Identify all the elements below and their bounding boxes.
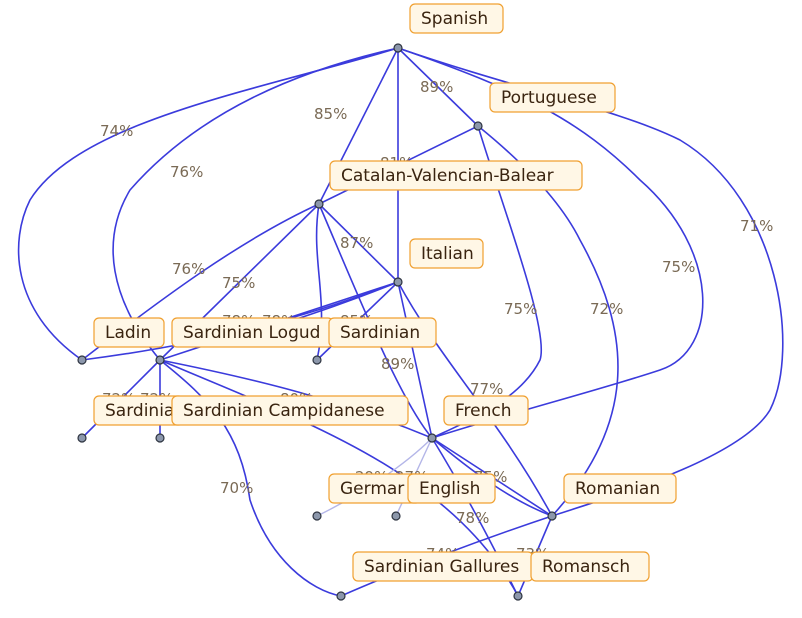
edge-spanish-portuguese <box>397 47 479 127</box>
label-ladin[interactable]: Ladin <box>93 317 165 348</box>
label-spanish-ladin: 74% <box>100 122 133 140</box>
node-catalan[interactable] <box>314 199 324 209</box>
label-romansch[interactable]: Romansch <box>530 551 650 582</box>
node-portuguese[interactable] <box>473 121 483 131</box>
label-sardinian-logud-text: Sardinian Logud <box>183 323 320 343</box>
label-sardinia[interactable]: Sardinia <box>93 395 185 426</box>
label-romanian-text: Romanian <box>575 479 660 499</box>
label-spanish-romanian: 72% <box>590 300 623 318</box>
label-romansch-text: Romansch <box>542 557 630 577</box>
nodes <box>77 43 557 601</box>
node-sardinian-logud[interactable] <box>155 355 165 365</box>
label-ladin-text: Ladin <box>105 323 151 343</box>
label-catalan[interactable]: Catalan-Valencian-Balear <box>329 160 583 191</box>
label-italian-text: Italian <box>421 244 474 264</box>
node-ladin[interactable] <box>77 355 87 365</box>
label-sardinian-campidanese[interactable]: Sardinian Campidanese <box>171 395 409 426</box>
label-sardinian-text: Sardinian <box>340 323 420 343</box>
label-portuguese-french: 75% <box>662 258 695 276</box>
label-portuguese[interactable]: Portuguese <box>489 82 616 113</box>
label-english[interactable]: English <box>407 473 496 504</box>
node-spanish[interactable] <box>393 43 403 53</box>
edge-catalan-italian <box>318 203 399 283</box>
node-french[interactable] <box>427 433 437 443</box>
node-english[interactable] <box>391 511 401 521</box>
label-spanish[interactable]: Spanish <box>409 3 504 34</box>
label-catalan-italian: 87% <box>340 234 373 252</box>
edge-spanish-ladin <box>17 47 399 361</box>
edge-italian-romanian <box>397 281 553 517</box>
node-german[interactable] <box>312 511 322 521</box>
label-german-text: Germar <box>340 479 404 499</box>
label-italian-french: 89% <box>381 355 414 373</box>
label-sardinian-campidanese-text: Sardinian Campidanese <box>183 401 385 421</box>
label-sardinian-logud[interactable]: Sardinian Logud <box>171 317 334 348</box>
label-italian[interactable]: Italian <box>409 238 484 269</box>
label-french-romanian: 77% <box>470 380 503 398</box>
edge-spanish-sard-logud <box>112 47 399 361</box>
label-spanish-sard-logud: 76% <box>170 163 203 181</box>
label-catalan-text: Catalan-Valencian-Balear <box>341 166 554 186</box>
node-italian[interactable] <box>393 277 403 287</box>
edge-sard-gallurese <box>159 359 342 597</box>
label-spanish-portuguese: 89% <box>420 78 453 96</box>
edge-spanish-romanian <box>397 47 784 517</box>
label-campidanese-gallurese: 70% <box>220 479 253 497</box>
label-portuguese-text: Portuguese <box>501 88 597 108</box>
label-spanish-catalan: 85% <box>314 105 347 123</box>
node-labels: Spanish Portuguese Catalan-Valencian-Bal… <box>93 3 677 582</box>
label-english-text: English <box>419 479 480 499</box>
label-romanian[interactable]: Romanian <box>563 473 677 504</box>
label-sardinian-gallurese-text: Sardinian Gallures <box>364 557 519 577</box>
label-sardinian[interactable]: Sardinian <box>328 317 437 348</box>
label-sardinia-text: Sardinia <box>105 401 174 421</box>
label-german[interactable]: Germar <box>328 473 422 504</box>
label-french[interactable]: French <box>443 395 529 426</box>
edge-french-romansch <box>431 437 519 597</box>
label-catalan-french: 75% <box>504 300 537 318</box>
node-romansch[interactable] <box>513 591 523 601</box>
label-spanish-text: Spanish <box>421 9 488 29</box>
label-portuguese-romanian: 71% <box>740 217 773 235</box>
edge-sard-romansch <box>159 359 519 597</box>
node-romanian[interactable] <box>547 511 557 521</box>
label-english-romansch: 78% <box>456 509 489 527</box>
node-sardinian-gallurese[interactable] <box>336 591 346 601</box>
node-sardinian-campidanese[interactable] <box>155 433 165 443</box>
label-sardinian-gallurese[interactable]: Sardinian Gallures <box>352 551 534 582</box>
label-catalan-ladin: 76% <box>172 260 205 278</box>
edge-italian-french <box>397 281 433 439</box>
label-french-text: French <box>455 401 512 421</box>
node-sardinia[interactable] <box>77 433 87 443</box>
node-sardinian[interactable] <box>312 355 322 365</box>
label-catalan-sard: 75% <box>222 274 255 292</box>
